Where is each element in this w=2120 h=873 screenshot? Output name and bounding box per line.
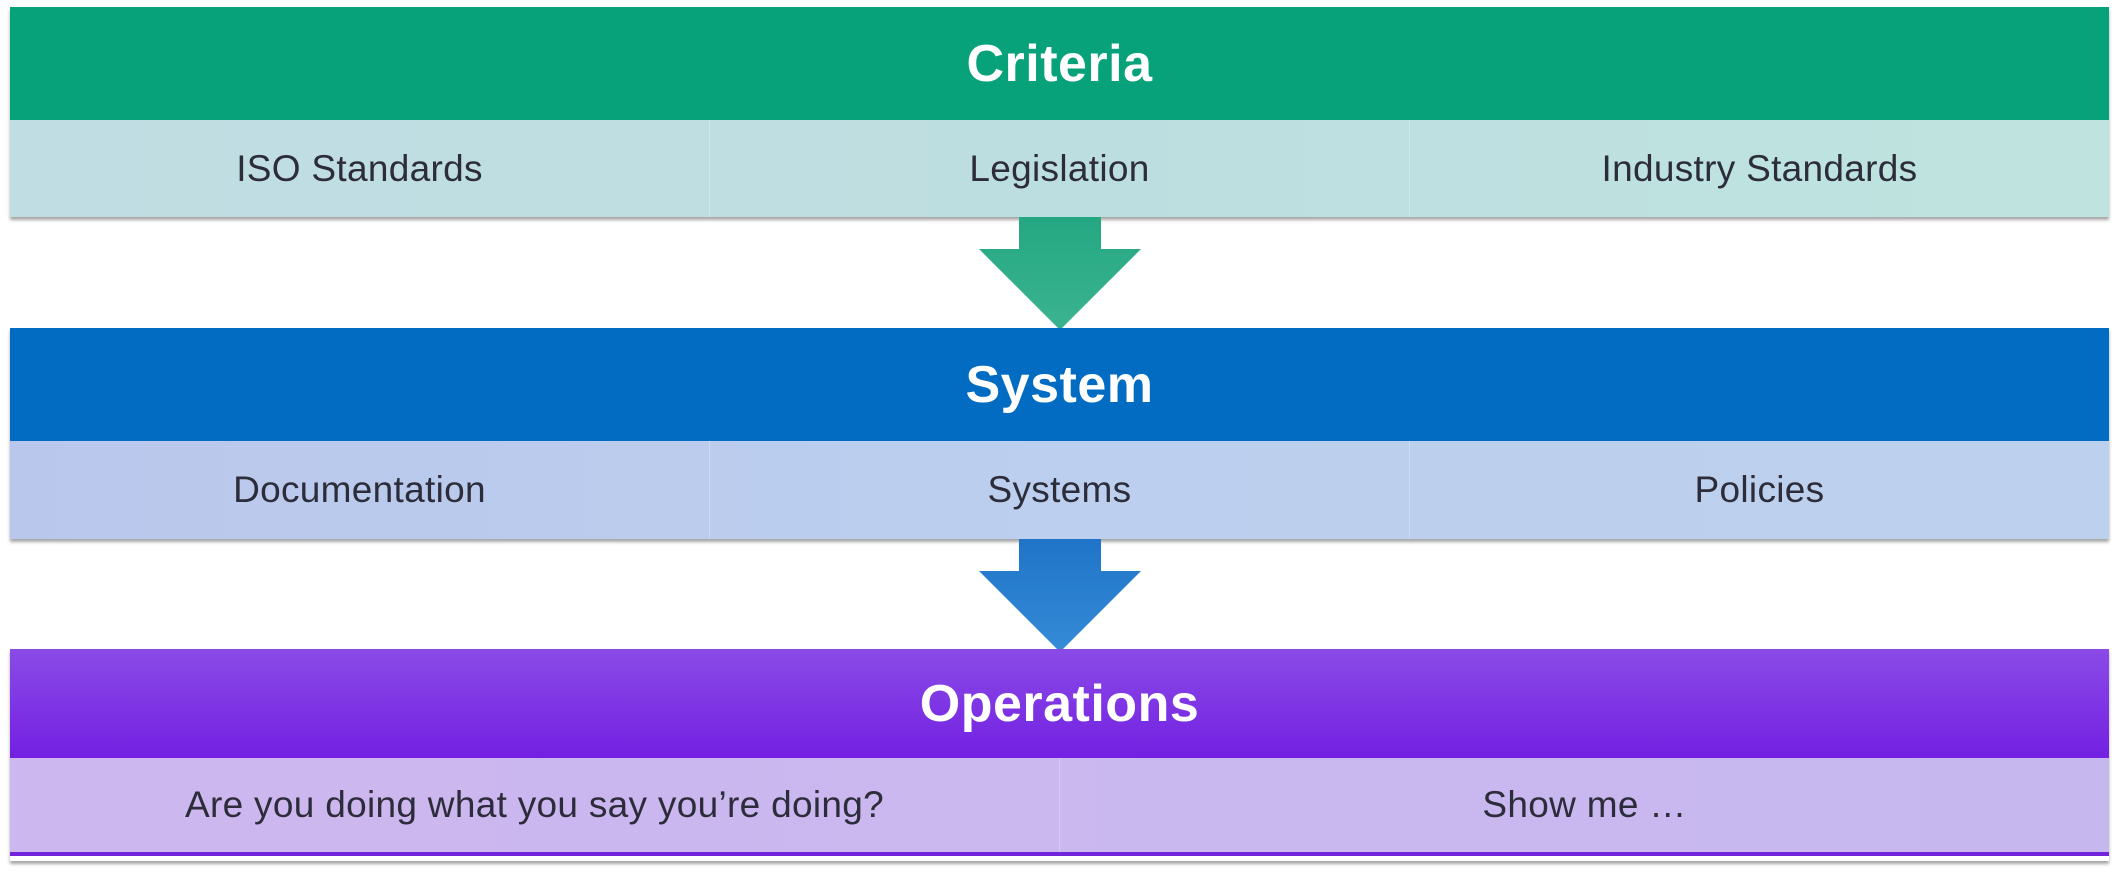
operations-item-question: Are you doing what you say you’re doing? — [185, 784, 884, 825]
criteria-header: Criteria — [10, 7, 2109, 120]
criteria-item-industry-standards: Industry Standards — [1409, 120, 2109, 217]
down-arrow-icon — [979, 217, 1141, 330]
criteria-item-legislation: Legislation — [709, 120, 1409, 217]
operations-item-show-me: Show me … — [1059, 758, 2109, 852]
system-items-row: Documentation Systems Policies — [10, 441, 2109, 539]
operations-items-row: Are you doing what you say you’re doing?… — [10, 758, 2109, 856]
operations-header: Operations — [10, 649, 2109, 758]
criteria-block: Criteria ISO Standards Legislation Indus… — [10, 7, 2109, 217]
system-item-policies: Policies — [1409, 441, 2109, 539]
system-header: System — [10, 328, 2109, 441]
criteria-item-iso-standards: ISO Standards — [236, 147, 483, 189]
system-item-documentation: Documentation — [233, 469, 486, 510]
criteria-items-row: ISO Standards Legislation Industry Stand… — [10, 120, 2109, 217]
system-block: System Documentation Systems Policies — [10, 328, 2109, 539]
down-arrow-icon — [979, 539, 1141, 652]
operations-block: Operations Are you doing what you say yo… — [10, 649, 2109, 861]
system-item-systems: Systems — [709, 441, 1409, 539]
